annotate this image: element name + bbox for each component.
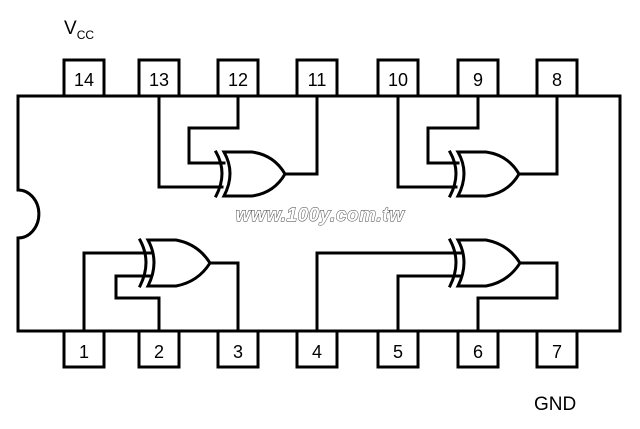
xor-gate-bottom-left	[82, 237, 240, 333]
pin-5: 5	[376, 329, 420, 369]
bottom-pin-row: 1 2 3 4 5 6 7	[62, 329, 579, 369]
wire-pin1-to-gate	[82, 251, 152, 333]
pin-8: 8	[535, 58, 579, 98]
wire-pin10-to-gate	[396, 94, 458, 189]
wire-gate-to-pin11	[283, 94, 319, 176]
pin-13: 13	[137, 58, 181, 98]
wire-gate-to-pin8	[517, 94, 559, 176]
pin-number: 1	[79, 342, 89, 362]
pin-number: 13	[149, 70, 169, 90]
pin-number: 7	[552, 342, 562, 362]
pin-number: 8	[552, 70, 562, 90]
pin-3: 3	[216, 329, 260, 369]
pin-14: 14	[62, 58, 106, 98]
pin-number: 12	[228, 70, 248, 90]
chip-body	[16, 94, 622, 333]
pin-number: 9	[473, 70, 483, 90]
wire-pin13-to-gate	[157, 94, 224, 189]
top-pin-row: 14 13 12 11 10 9 8	[62, 58, 579, 98]
wire-pin5-to-gate	[396, 274, 462, 333]
pin-number: 3	[233, 342, 243, 362]
gnd-label: GND	[534, 394, 576, 415]
pin-10: 10	[376, 58, 420, 98]
pin-4: 4	[295, 329, 339, 369]
wire-gate-to-pin3	[208, 261, 240, 333]
pin-number: 6	[473, 342, 483, 362]
wire-pin9-to-gate	[426, 94, 480, 165]
vcc-label: VCC	[64, 18, 94, 42]
wire-pin4-to-gate	[315, 251, 462, 333]
pin-7: 7	[535, 329, 579, 369]
xor-gate-top-right	[396, 94, 559, 199]
pin-number: 10	[388, 70, 408, 90]
wire-pin2-to-gate	[114, 274, 161, 333]
pin-9: 9	[456, 58, 500, 98]
pin-2: 2	[137, 329, 181, 369]
wire-gate-to-pin6	[476, 261, 559, 333]
watermark: www.100y.com.tw	[236, 205, 405, 226]
xor-gate-top-left	[157, 94, 319, 199]
pin-number: 2	[154, 342, 164, 362]
pin-number: 5	[393, 342, 403, 362]
pin-6: 6	[456, 329, 500, 369]
pin-number: 14	[74, 70, 94, 90]
pin-1: 1	[62, 329, 106, 369]
pin-11: 11	[295, 58, 339, 98]
xor-gate-bottom-right	[315, 237, 559, 333]
pin-number: 11	[308, 70, 327, 90]
pin-12: 12	[216, 58, 260, 98]
pin-number: 4	[312, 342, 322, 362]
wire-pin12-to-gate	[187, 94, 240, 165]
